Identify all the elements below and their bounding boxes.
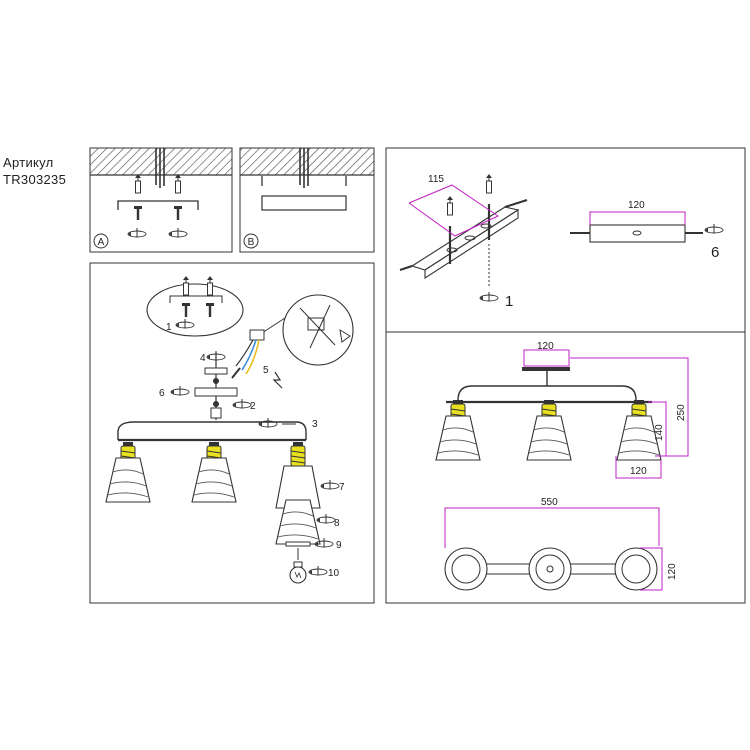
step-8-label: 8 (334, 518, 340, 529)
article-code: TR303235 (3, 172, 67, 187)
dim-canopy-dia: 120 (667, 563, 678, 580)
step-4-label: 4 (200, 353, 206, 364)
badge-a: A (98, 237, 105, 248)
dim-height-total: 250 (676, 404, 687, 421)
panel-b: B (239, 147, 375, 253)
dim-shade-height: 140 (654, 424, 665, 441)
step-2-label: 2 (250, 401, 256, 412)
dimensions-panel: 120 250 140 120 550 120 (385, 331, 746, 604)
dim-length: 550 (541, 497, 558, 508)
bracket-dim-120: 120 (628, 200, 645, 211)
step-5-label: 5 (263, 365, 269, 376)
article-block: Артикул TR303235 (3, 154, 66, 188)
panel-a: A (89, 147, 233, 253)
bracket-panel: 1 115 120 6 (385, 147, 746, 333)
step-10-label: 10 (328, 568, 340, 579)
dim-shade-width: 120 (630, 466, 647, 477)
step-6-label: 6 (159, 388, 165, 399)
dim-top-width: 120 (537, 341, 554, 352)
step-9-label: 9 (336, 540, 342, 551)
step-7-label: 7 (339, 482, 345, 493)
article-label: Артикул (3, 155, 54, 170)
bracket-step-6: 6 (711, 244, 719, 261)
step-3-label: 3 (312, 419, 318, 430)
bracket-step-1: 1 (505, 293, 513, 310)
step-1-label: 1 (166, 322, 172, 333)
badge-b: B (248, 237, 255, 248)
bracket-dim-115: 115 (428, 174, 444, 185)
assembly-panel: 1 4 6 2 5 3 (89, 262, 375, 604)
